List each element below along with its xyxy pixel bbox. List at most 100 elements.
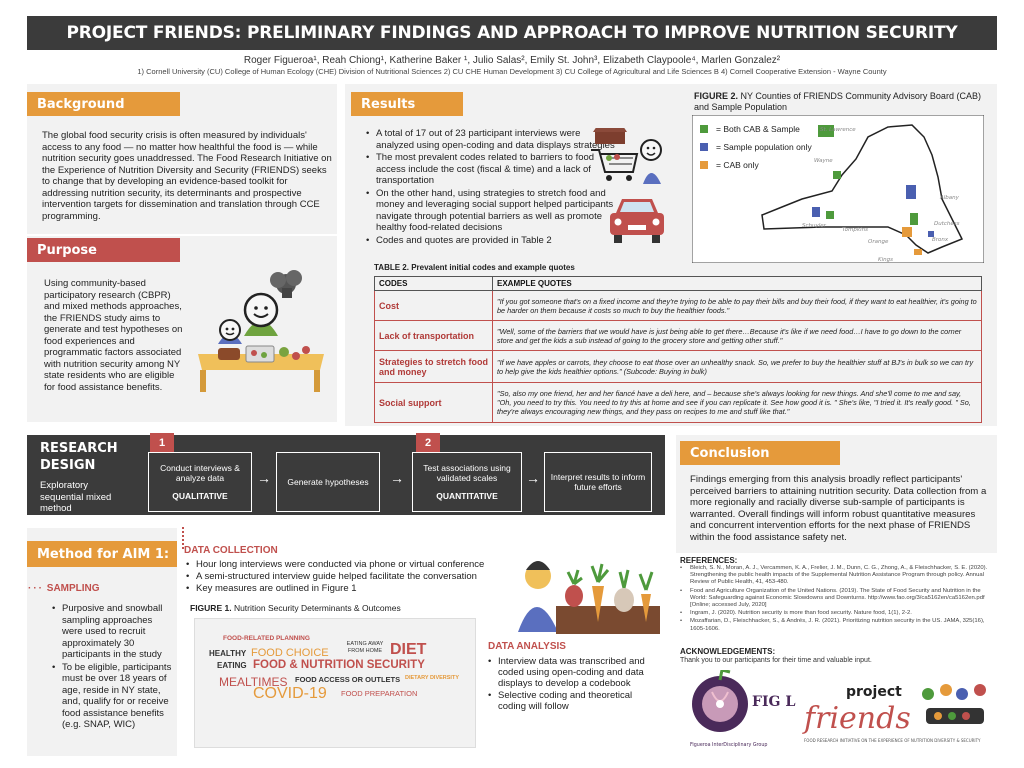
data-analysis-bullets: Interview data was transcribed and coded… (488, 656, 660, 713)
results-bullet: A total of 17 out of 23 participant inte… (366, 128, 616, 151)
county-label: Schuyler (802, 223, 827, 229)
svg-text:Figueroa InterDisciplinary Gro: Figueroa InterDisciplinary Group (690, 742, 767, 748)
table2-wrapper: CODES EXAMPLE QUOTES Cost "If you got so… (374, 276, 982, 423)
quote-cell: "If we have apples or carrots, they choo… (492, 350, 982, 383)
figure2-caption: FIGURE 2. NY Counties of FRIENDS Communi… (694, 91, 981, 112)
table2-caption: TABLE 2. Prevalent initial codes and exa… (374, 263, 575, 272)
data-analysis-heading: DATA ANALYSIS (488, 641, 566, 652)
conclusion-text: Findings emerging from this analysis bro… (690, 474, 987, 543)
flow-arrow-icon: → (257, 470, 271, 486)
county-label: Dutchess (934, 221, 960, 227)
family-meal-illustration (198, 270, 324, 392)
fig-lab-logo: FIG Lab Figueroa InterDisciplinary Group (690, 670, 796, 748)
purpose-heading: Purpose (27, 238, 180, 262)
data-collection-bullet: A semi-structured interview guide helped… (186, 571, 516, 582)
code-cell: Social support (374, 382, 493, 423)
table-row: Cost "If you got someone that's on a fix… (374, 290, 982, 321)
data-collection-bullets: Hour long interviews were conducted via … (186, 559, 516, 595)
step-test-associations: Test associations using validated scales… (412, 452, 522, 512)
county-label: St. Lawrence (820, 127, 856, 133)
research-design-banner (27, 435, 665, 515)
sampling-bullet: To be eligible, participants must be ove… (52, 662, 172, 731)
svg-text:friends: friends (802, 701, 911, 736)
table-header-cell: EXAMPLE QUOTES (492, 276, 982, 291)
wc-covid: COVID-19 (253, 685, 327, 702)
wc-eating-away: EATING AWAY FROM HOME (346, 641, 384, 654)
reference-item: Bleich, S. N., Moran, A. J., Vercammen, … (680, 565, 994, 587)
purpose-panel (27, 236, 337, 422)
wc-food-related-planning: FOOD-RELATED PLANNING (223, 635, 310, 642)
affiliations-line: 1) Cornell University (CU) College of Hu… (137, 67, 887, 76)
quote-cell: "So, also my one friend, her and her fia… (492, 382, 982, 423)
wc-diet: DIET (390, 641, 427, 658)
wc-food-preparation: FOOD PREPARATION (341, 689, 418, 698)
county-label: Tompkins (842, 227, 868, 233)
ny-counties-map: St. Lawrence Wayne Albany Dutchess Schuy… (692, 115, 984, 263)
results-bullet: Codes and quotes are provided in Table 2 (366, 235, 616, 247)
code-cell: Lack of transportation (374, 320, 493, 351)
step-generate-hypotheses: Generate hypotheses (276, 452, 380, 512)
sampling-bullet: Purposive and snowball sampling approach… (52, 603, 172, 661)
authors-line: Roger Figueroa¹, Reah Chiong¹, Katherine… (243, 55, 781, 66)
legend-sample-only: = Sample population only (716, 142, 812, 152)
results-bullet: The most prevalent codes related to barr… (366, 152, 616, 187)
wc-food-nutrition-security: FOOD & NUTRITION SECURITY (253, 659, 425, 671)
code-cell: Cost (374, 290, 493, 321)
step-number-badge: 1 (150, 433, 174, 453)
step-number-badge: 2 (416, 433, 440, 453)
flow-arrow-icon: → (526, 470, 540, 486)
data-analysis-bullet: Interview data was transcribed and coded… (488, 656, 660, 689)
garden-vegetables-illustration (518, 561, 660, 634)
project-friends-logo: project friends FOOD RESEARCH INITIATIVE… (802, 684, 986, 743)
county-label: Orange (868, 239, 889, 245)
code-cell: Strategies to stretch food and money (374, 350, 493, 383)
codes-table: CODES EXAMPLE QUOTES Cost "If you got so… (374, 276, 982, 423)
wc-dietary-diversity: DIETARY DIVERSITY (405, 675, 459, 681)
data-collection-bullet: Key measures are outlined in Figure 1 (186, 583, 516, 594)
wc-food-access: FOOD ACCESS OR OUTLETS (295, 675, 401, 684)
county-label: Kings (878, 257, 893, 263)
reference-item: Food and Agriculture Organization of the… (680, 588, 994, 610)
references-heading: REFERENCES: (680, 556, 738, 565)
flow-arrow-icon: → (390, 470, 404, 486)
reference-item: Ingram, J. (2020). Nutrition security is… (680, 610, 994, 617)
results-bullet: On the other hand, using strategies to s… (366, 188, 616, 234)
quote-cell: "If you got someone that's on a fixed in… (492, 290, 982, 321)
references-list: Bleich, S. N., Moran, A. J., Vercammen, … (680, 565, 994, 634)
results-bullets: A total of 17 out of 23 participant inte… (366, 128, 616, 247)
conclusion-heading: Conclusion (680, 441, 840, 465)
acknowledgements-text: Thank you to our participants for their … (680, 657, 872, 664)
table-header-row: CODES EXAMPLE QUOTES (374, 276, 982, 291)
step-conduct-interviews: Conduct interviews & analyze data QUALIT… (148, 452, 252, 512)
legend-cab-only: = CAB only (716, 160, 759, 170)
shopping-cart-icon (591, 128, 662, 184)
word-cloud: FOOD-RELATED PLANNING HEALTHY FOOD CHOIC… (194, 618, 476, 748)
data-collection-heading: DATA COLLECTION (184, 545, 278, 556)
research-design-subtitle: Exploratory sequential mixed method (40, 480, 112, 514)
car-icon (610, 199, 664, 243)
results-heading: Results (351, 92, 463, 116)
figure1-caption: FIGURE 1. Nutrition Security Determinant… (190, 603, 401, 613)
step-interpret-results: Interpret results to inform future effor… (544, 452, 652, 512)
quote-cell: "Well, some of the barriers that we woul… (492, 320, 982, 351)
table-row: Strategies to stretch food and money "If… (374, 350, 982, 383)
reference-item: Mozaffarian, D., Fleischhacker, S., & An… (680, 618, 994, 632)
data-collection-bullet: Hour long interviews were conducted via … (186, 559, 516, 570)
legend-both: = Both CAB & Sample (716, 124, 800, 134)
background-heading: Background (27, 92, 180, 116)
table-row: Social support "So, also my one friend, … (374, 382, 982, 423)
county-label: Albany (939, 195, 960, 201)
poster-title-bar: PROJECT FRIENDS: PRELIMINARY FINDINGS AN… (27, 16, 997, 50)
svg-text:FIG Lab: FIG Lab (752, 694, 796, 710)
county-label: Wayne (814, 158, 833, 164)
background-text: The global food security crisis is often… (42, 130, 332, 222)
svg-text:project: project (846, 684, 902, 700)
poster-title: PROJECT FRIENDS: PRELIMINARY FINDINGS AN… (66, 23, 958, 43)
wc-eating: EATING (217, 661, 247, 670)
research-design-title: RESEARCH DESIGN (40, 441, 118, 473)
table-header-cell: CODES (374, 276, 493, 291)
dotted-divider (182, 527, 184, 549)
svg-text:FOOD RESEARCH INITIATIVE ON TH: FOOD RESEARCH INITIATIVE ON THE EXPERIEN… (804, 738, 981, 743)
data-analysis-bullet: Selective coding and theoretical coding … (488, 690, 660, 712)
county-label: Bronx (932, 237, 949, 243)
